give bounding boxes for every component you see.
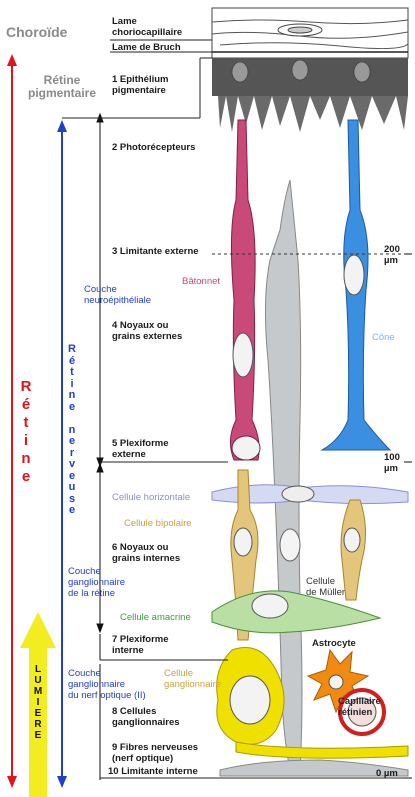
noyaux-internes-label: 6 Noyaux ou grains internes [112,542,181,564]
rod-spherule [231,435,261,461]
capillary-lumen [347,697,377,727]
amacrine-nucleus [251,593,289,619]
scale-100-label: 100 µm [384,452,400,474]
lame-choriocapillaire-label: Lame choriocapillaire [112,16,183,38]
cellule-muller-label: Cellule de Müller [306,576,346,598]
bipolar-nucleus-1 [233,527,253,557]
couche-ganglionnaire-nerf-label: Couche ganglionnaire du nerf optique (II… [68,668,146,701]
scale-ticks [404,253,412,779]
epithelium-label: 1 Epithélium pigmentaire [112,74,169,96]
retine-nerveuse-vertical-label: R é t i n e n e r v e u s e [68,343,76,516]
cellules-ganglionnaires-label: 8 Cellules ganglionnaires [112,706,180,728]
photorecepteurs-label: 2 Photorécepteurs [112,142,196,153]
scale-200-label: 200 µm [384,244,400,266]
plexiforme-externe-label: 5 Plexiforme externe [112,438,169,460]
cellule-amacrine-label: Cellule amacrine [120,612,191,623]
rod-nucleus [232,332,254,378]
cellule-ganglionnaire-label: Cellule ganglionnaire [164,668,222,690]
limitante-interne-label: 10 Limitante interne [108,766,198,777]
cellule-bipolaire-label: Cellule bipolaire [124,518,192,529]
cone-label: Cône [372,332,395,343]
cellule-horizontale-label: Cellule horizontale [112,492,191,503]
muller-nucleus [279,528,301,562]
plexiforme-interne-label: 7 Plexiforme interne [112,634,169,656]
inner-limiting-membrane [219,759,409,777]
choriocapillary-vessel-core [287,26,313,34]
rod-cell [230,119,260,461]
fibres-nerveuses-label: 9 Fibres nerveuses (nerf optique) [112,742,199,764]
lumiere-vertical-label: L U M I E R E [33,664,43,741]
neural-retina-blue-arrow [57,120,67,788]
astrocyte-label: Astrocyte [312,638,356,649]
lumiere-arrow [20,612,56,797]
retina-red-arrow [7,54,17,788]
ganglion-nucleus [229,675,271,725]
connector-lines [62,39,408,779]
capillaire-retinien-label: Capillaire rétinien [338,696,381,718]
horizontal-nucleus [281,485,315,503]
couche-ganglionnaire-retine-label: Couche ganglionnaire de la rétine [68,566,126,599]
scale-0-label: 0 µm [376,768,398,779]
astrocyte-nucleus [328,674,344,690]
cone-nucleus [343,254,365,296]
ganglion-axon [235,741,409,759]
pigment-processes [218,96,408,132]
limitante-externe-label: 3 Limitante externe [112,246,199,257]
batonnet-label: Bâtonnet [182,276,221,287]
noyaux-externes-label: 4 Noyaux ou grains externes [112,320,183,342]
bipolar-nucleus-2 [343,527,361,553]
layer-brackets [96,112,104,780]
couche-neuro-label: Couche neuroépithéliale [84,284,152,306]
pigment-nuclei [231,59,371,83]
retine-vertical-label: R é t i n e [20,378,32,485]
lame-bruch-label: Lame de Bruch [112,42,181,53]
retine-pigmentaire-label: Rétine pigmentaire [28,73,97,100]
choroide-label: Choroïde [6,24,68,40]
